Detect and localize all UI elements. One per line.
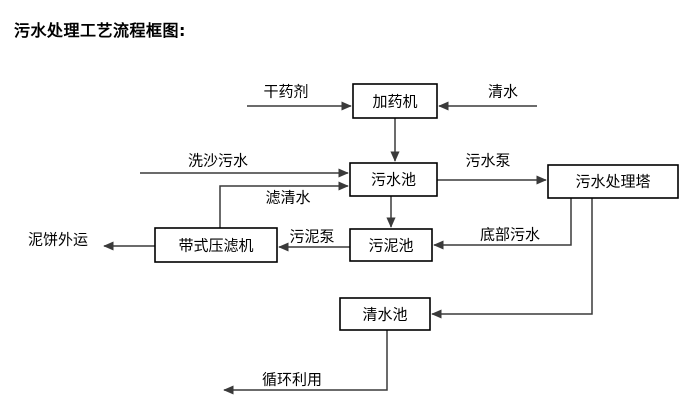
node-label-sludge-pool: 污泥池 [368,237,413,255]
flow-filtrate-to-sewage-pool [219,181,349,228]
edge-label-bottom-sewage: 底部污水 [480,226,540,244]
edge-label-filtrate-water: 滤清水 [265,189,310,207]
edge-label-sand-wash-sewage: 洗沙污水 [188,152,248,170]
node-treatment-tower[interactable]: 污水处理塔 [547,164,679,199]
edge-label-dry-agent: 干药剂 [263,83,308,101]
flow-tower-to-clear-pool [431,198,593,319]
node-label-belt-press: 带式压滤机 [178,237,253,255]
node-label-dosing-machine: 加药机 [372,93,417,111]
edge-label-sludge-pump: 污泥泵 [289,228,334,246]
edge-label-mud-cake-out: 泥饼外运 [28,231,88,249]
node-label-sewage-pool: 污水池 [371,171,416,189]
node-dosing-machine[interactable]: 加药机 [352,83,438,119]
node-belt-press[interactable]: 带式压滤机 [154,227,278,263]
flow-tower-to-sludge-pool [433,198,572,250]
edge-label-clean-water: 清水 [488,83,518,101]
page-title: 污水处理工艺流程框图: [14,21,186,40]
edge-label-recycle-use: 循环利用 [262,371,322,389]
node-clear-pool[interactable]: 清水池 [339,297,431,331]
node-sewage-pool[interactable]: 污水池 [349,162,438,197]
edge-label-sewage-pump: 污水泵 [465,152,510,170]
flow-clear-pool-to-recycle [223,330,388,395]
node-label-clear-pool: 清水池 [362,306,407,324]
node-label-treatment-tower: 污水处理塔 [575,173,650,191]
node-sludge-pool[interactable]: 污泥池 [349,228,433,262]
